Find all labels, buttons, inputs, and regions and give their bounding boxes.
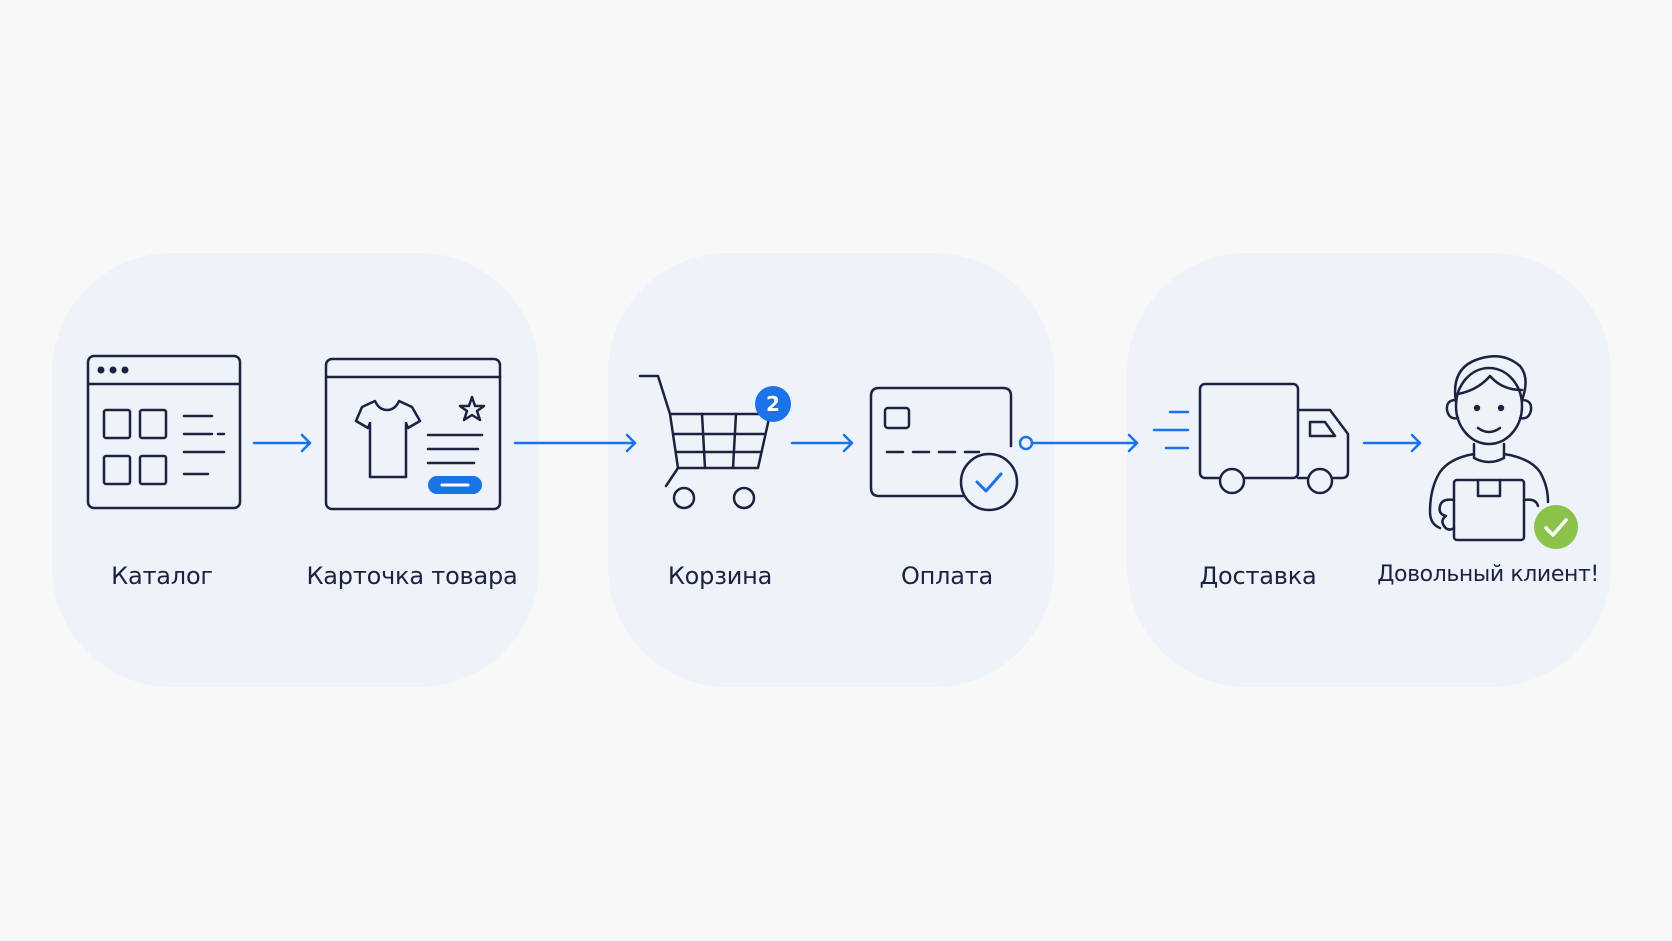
credit-card-check-icon bbox=[869, 386, 1019, 512]
group-panel-fulfillment bbox=[1127, 253, 1611, 687]
flow-arrow bbox=[1018, 433, 1139, 453]
step-label-cart: Корзина bbox=[667, 562, 773, 590]
step-label-catalog: Каталог bbox=[111, 562, 213, 590]
flow-arrow bbox=[1362, 433, 1422, 453]
group-panel-purchase bbox=[608, 253, 1054, 687]
cart-count-badge: 2 bbox=[755, 386, 791, 422]
success-check-icon bbox=[1534, 505, 1578, 549]
group-panel-browse bbox=[52, 253, 539, 687]
svg-text:2: 2 bbox=[766, 392, 780, 416]
step-label-product-card: Карточка товара bbox=[306, 562, 518, 590]
product-card-icon bbox=[324, 357, 502, 511]
step-label-delivery: Доставка bbox=[1199, 562, 1317, 590]
happy-customer-icon bbox=[1428, 355, 1550, 542]
delivery-truck-icon bbox=[1152, 382, 1350, 495]
flow-arrow bbox=[513, 433, 637, 453]
step-label-happy-customer: Довольный клиент! bbox=[1377, 562, 1599, 587]
flow-arrow bbox=[790, 433, 854, 453]
step-label-payment: Оплата bbox=[900, 562, 994, 590]
catalog-window-icon bbox=[86, 354, 242, 510]
flow-arrow bbox=[252, 433, 312, 453]
